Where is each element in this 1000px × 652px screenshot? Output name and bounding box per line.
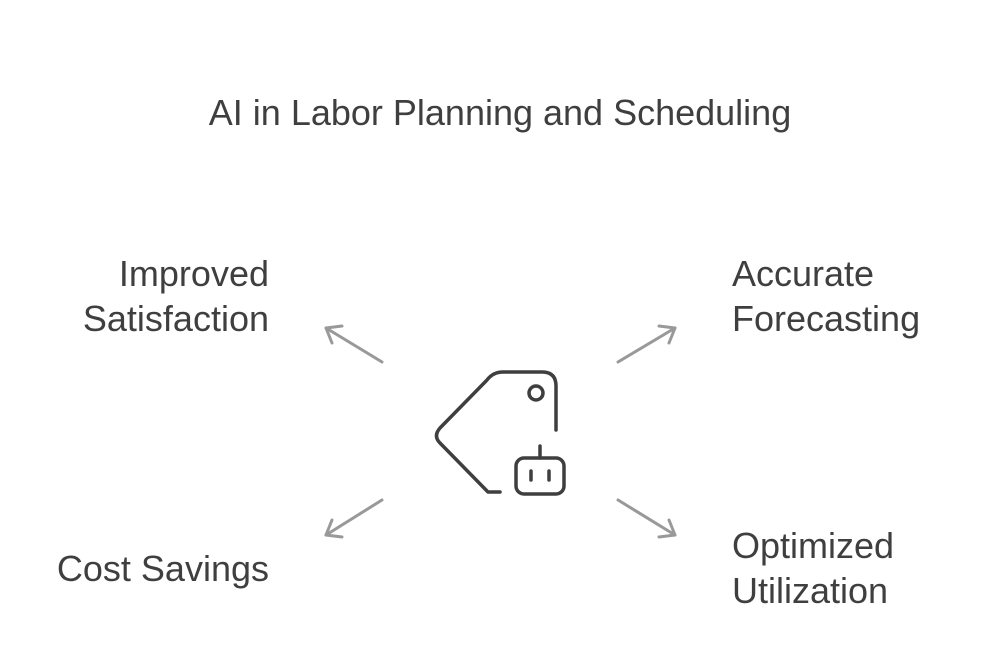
label-line: Forecasting bbox=[732, 298, 921, 339]
label-line: Utilization bbox=[732, 570, 889, 611]
label-line: Accurate bbox=[732, 253, 875, 294]
arrow-bottom-left bbox=[324, 498, 384, 539]
label-cost-savings: Cost Savings bbox=[57, 546, 269, 591]
label-optimized-utilization: Optimized Utilization bbox=[732, 523, 894, 613]
arrow-top-left bbox=[324, 324, 384, 364]
label-line: Cost Savings bbox=[56, 548, 269, 589]
label-accurate-forecasting: Accurate Forecasting bbox=[732, 251, 920, 341]
diagram-title: AI in Labor Planning and Scheduling bbox=[208, 92, 792, 133]
label-line: Improved bbox=[118, 253, 269, 294]
arrow-bottom-right bbox=[616, 498, 677, 539]
label-improved-satisfaction: Improved Satisfaction bbox=[83, 251, 269, 341]
arrow-top-right bbox=[616, 324, 677, 364]
label-line: Satisfaction bbox=[82, 298, 269, 339]
price-tag-robot-icon bbox=[434, 370, 566, 496]
label-line: Optimized bbox=[732, 525, 895, 566]
